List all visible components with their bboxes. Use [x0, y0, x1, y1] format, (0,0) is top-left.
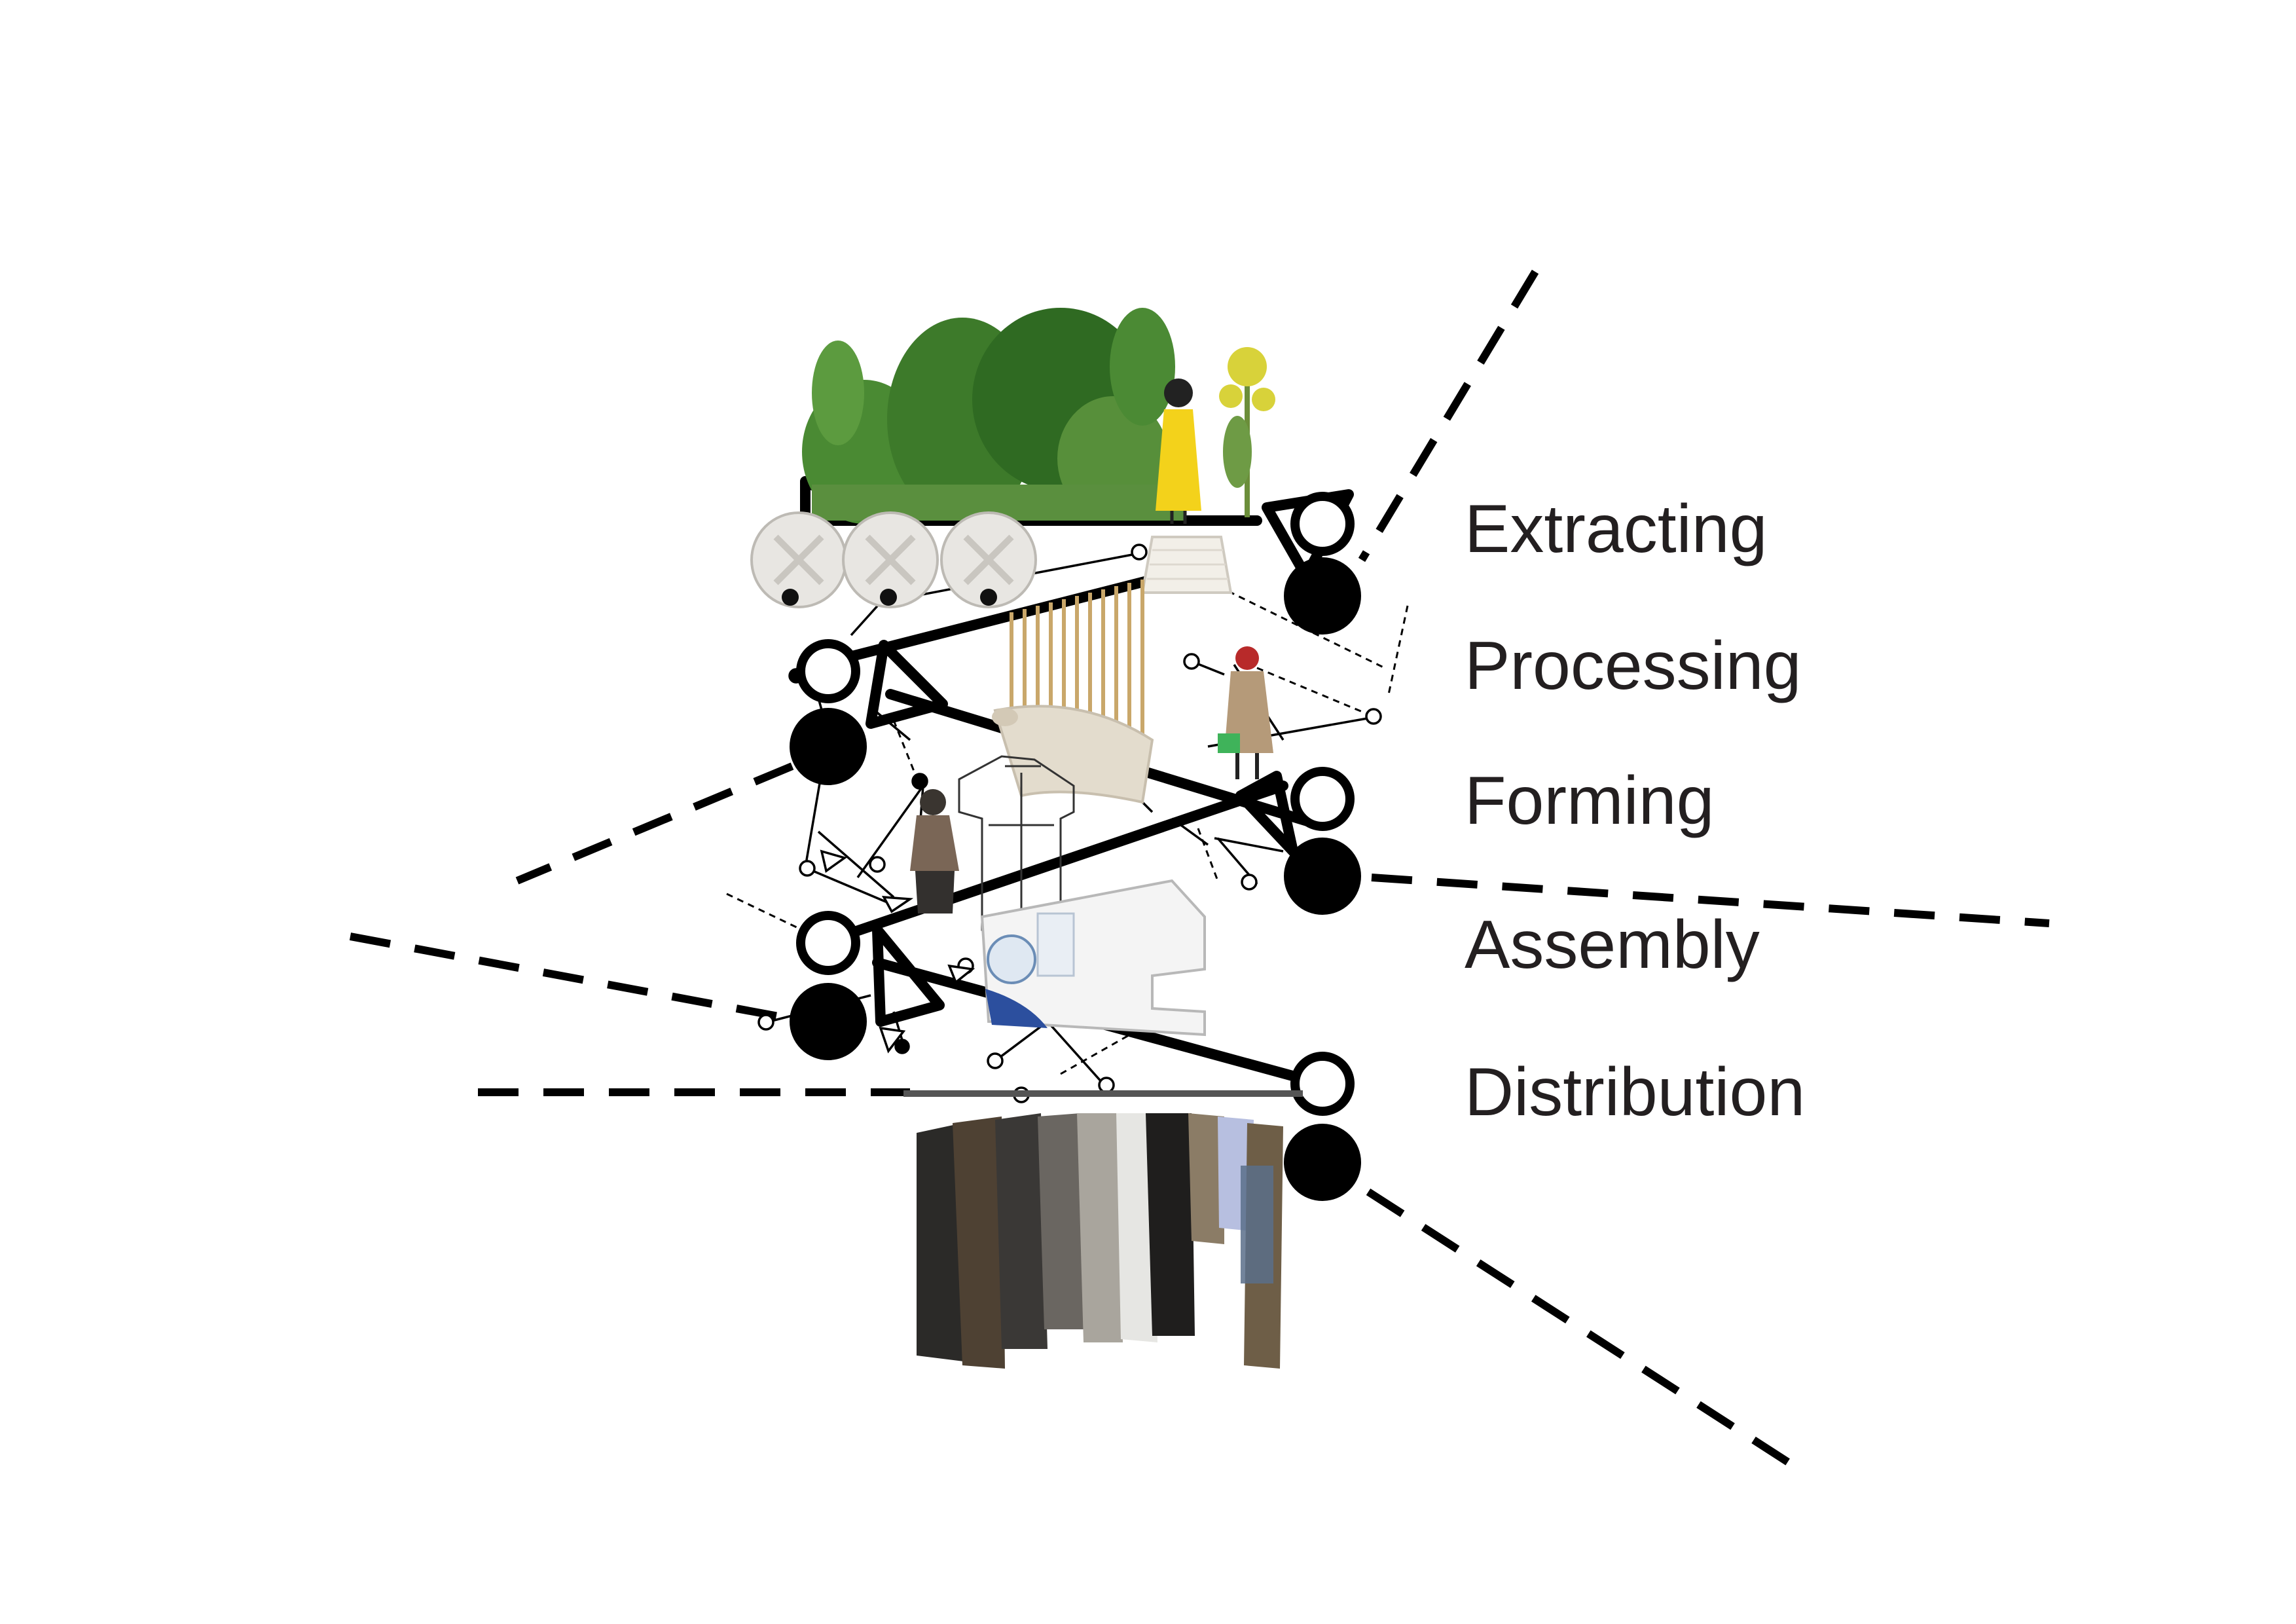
filled-node-distribution — [1284, 1124, 1361, 1201]
triangle-marker-forming — [1235, 771, 1298, 857]
garment-pattern-sheet-image — [958, 755, 1075, 931]
yellow-costume-figure-image — [1156, 378, 1201, 524]
stage-label-assembly: Assembly — [1465, 907, 1760, 983]
clothing-rack-image — [903, 1090, 1303, 1369]
stage-labels: Extracting Processing Forming Assembly D… — [1465, 491, 1805, 1130]
stage-label-extracting: Extracting — [1465, 491, 1767, 567]
filled-node-forming — [1284, 838, 1361, 915]
water-tanks-image — [750, 511, 1037, 608]
filled-node-assembly — [790, 983, 867, 1060]
stage-label-forming: Forming — [1465, 763, 1714, 839]
filled-node-processing — [790, 708, 867, 785]
filled-node-extracting — [1284, 557, 1361, 635]
hollow-node-processing — [796, 639, 860, 703]
dashed-line-top-right — [1358, 269, 1539, 563]
masked-figure-with-basket-image — [1218, 646, 1273, 779]
fabric-roll-image — [992, 705, 1154, 804]
coated-figure-image — [910, 789, 959, 913]
triangle-marker-processing — [866, 640, 948, 729]
node-circles — [790, 492, 1361, 1201]
hollow-node-forming — [1290, 767, 1355, 831]
dashed-boundary-lines — [349, 269, 2050, 1474]
hollow-node-assembly — [796, 911, 860, 975]
hollow-node-extracting — [1290, 492, 1355, 556]
dashed-line-processing-left — [515, 762, 794, 885]
zigzag-forming-to-assembly — [816, 781, 1288, 948]
yarn-spool-image — [1140, 536, 1233, 594]
dashed-line-bottom-right — [1366, 1188, 1803, 1474]
stage-label-distribution: Distribution — [1465, 1054, 1805, 1130]
triangle-marker-assembly — [872, 925, 945, 1027]
dashed-line-forming-right — [1371, 874, 2050, 927]
dashed-line-assembly-left — [349, 932, 790, 1022]
dotted-connectors — [726, 585, 1409, 1075]
stage-label-processing: Processing — [1465, 628, 1801, 704]
hollow-node-distribution — [1290, 1052, 1355, 1116]
sewing-machine-image — [980, 879, 1206, 1037]
hemp-plants-image — [802, 308, 1275, 524]
